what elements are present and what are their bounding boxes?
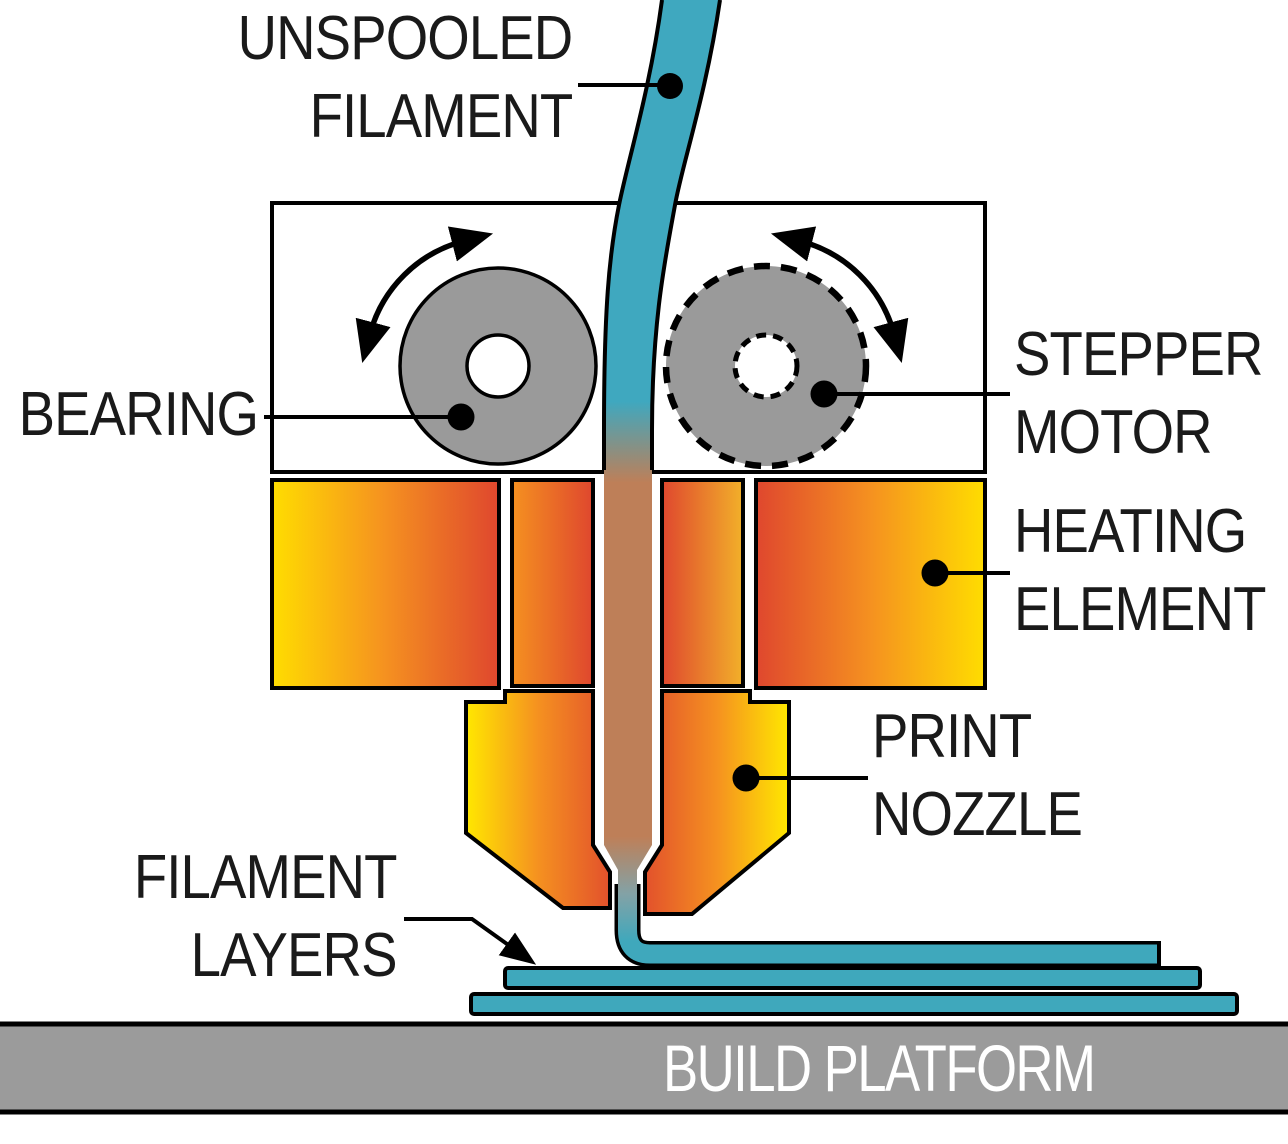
label-heating-element-line2: ELEMENT [1014,575,1266,644]
unspooled-filament-callout-dot [657,73,683,99]
label-filament-layers: FILAMENT LAYERS [134,839,398,995]
label-unspooled-filament: UNSPOOLED FILAMENT [237,0,573,156]
label-build-platform-line1: BUILD PLATFORM [663,1031,1096,1105]
label-print-nozzle-line2: NOZZLE [872,780,1083,849]
unspooled-filament-strand [604,0,720,482]
filament-heated-channel [604,470,652,882]
stepper-motor-hub [732,332,800,400]
label-filament-layers-line1: FILAMENT [134,843,398,912]
bearing-wheel-hub [465,333,531,399]
heating-element-right-column [660,478,745,688]
label-unspooled-filament-line1: UNSPOOLED [237,4,573,73]
bearing-callout-dot [447,403,475,431]
filament-layer-2 [503,966,1202,990]
print-nozzle-left-half [464,689,612,910]
label-print-nozzle-line1: PRINT [872,702,1032,771]
rotation-arrow-left [355,226,494,363]
print-nozzle-right-half [643,689,791,916]
label-filament-layers-line2: LAYERS [191,921,398,990]
label-stepper-motor-line2: MOTOR [1014,398,1213,467]
rotation-arrow-right [770,226,909,363]
heating-element-left-column [510,478,595,688]
label-stepper-motor: STEPPER MOTOR [1014,316,1263,472]
heating-element-left-block [270,478,501,690]
label-stepper-motor-line1: STEPPER [1014,320,1263,389]
label-bearing: BEARING [18,376,259,454]
stepper-motor-callout-dot [810,380,838,408]
build-platform-bar [0,1021,1288,1115]
heating-element-right-block [754,478,987,690]
label-build-platform: BUILD PLATFORM [663,1028,1096,1108]
label-print-nozzle: PRINT NOZZLE [872,698,1083,854]
filament-layers-arrow [404,917,537,965]
filament-layer-3 [469,992,1239,1016]
print-nozzle-callout-dot [732,764,760,792]
heating-element-callout-dot [921,559,949,587]
extruded-filament-bead [618,872,1157,964]
label-bearing-line1: BEARING [18,380,259,449]
filament-right-edge [650,0,722,470]
label-heating-element-line1: HEATING [1014,497,1247,566]
label-heating-element: HEATING ELEMENT [1014,493,1266,649]
label-unspooled-filament-line2: FILAMENT [309,82,573,151]
